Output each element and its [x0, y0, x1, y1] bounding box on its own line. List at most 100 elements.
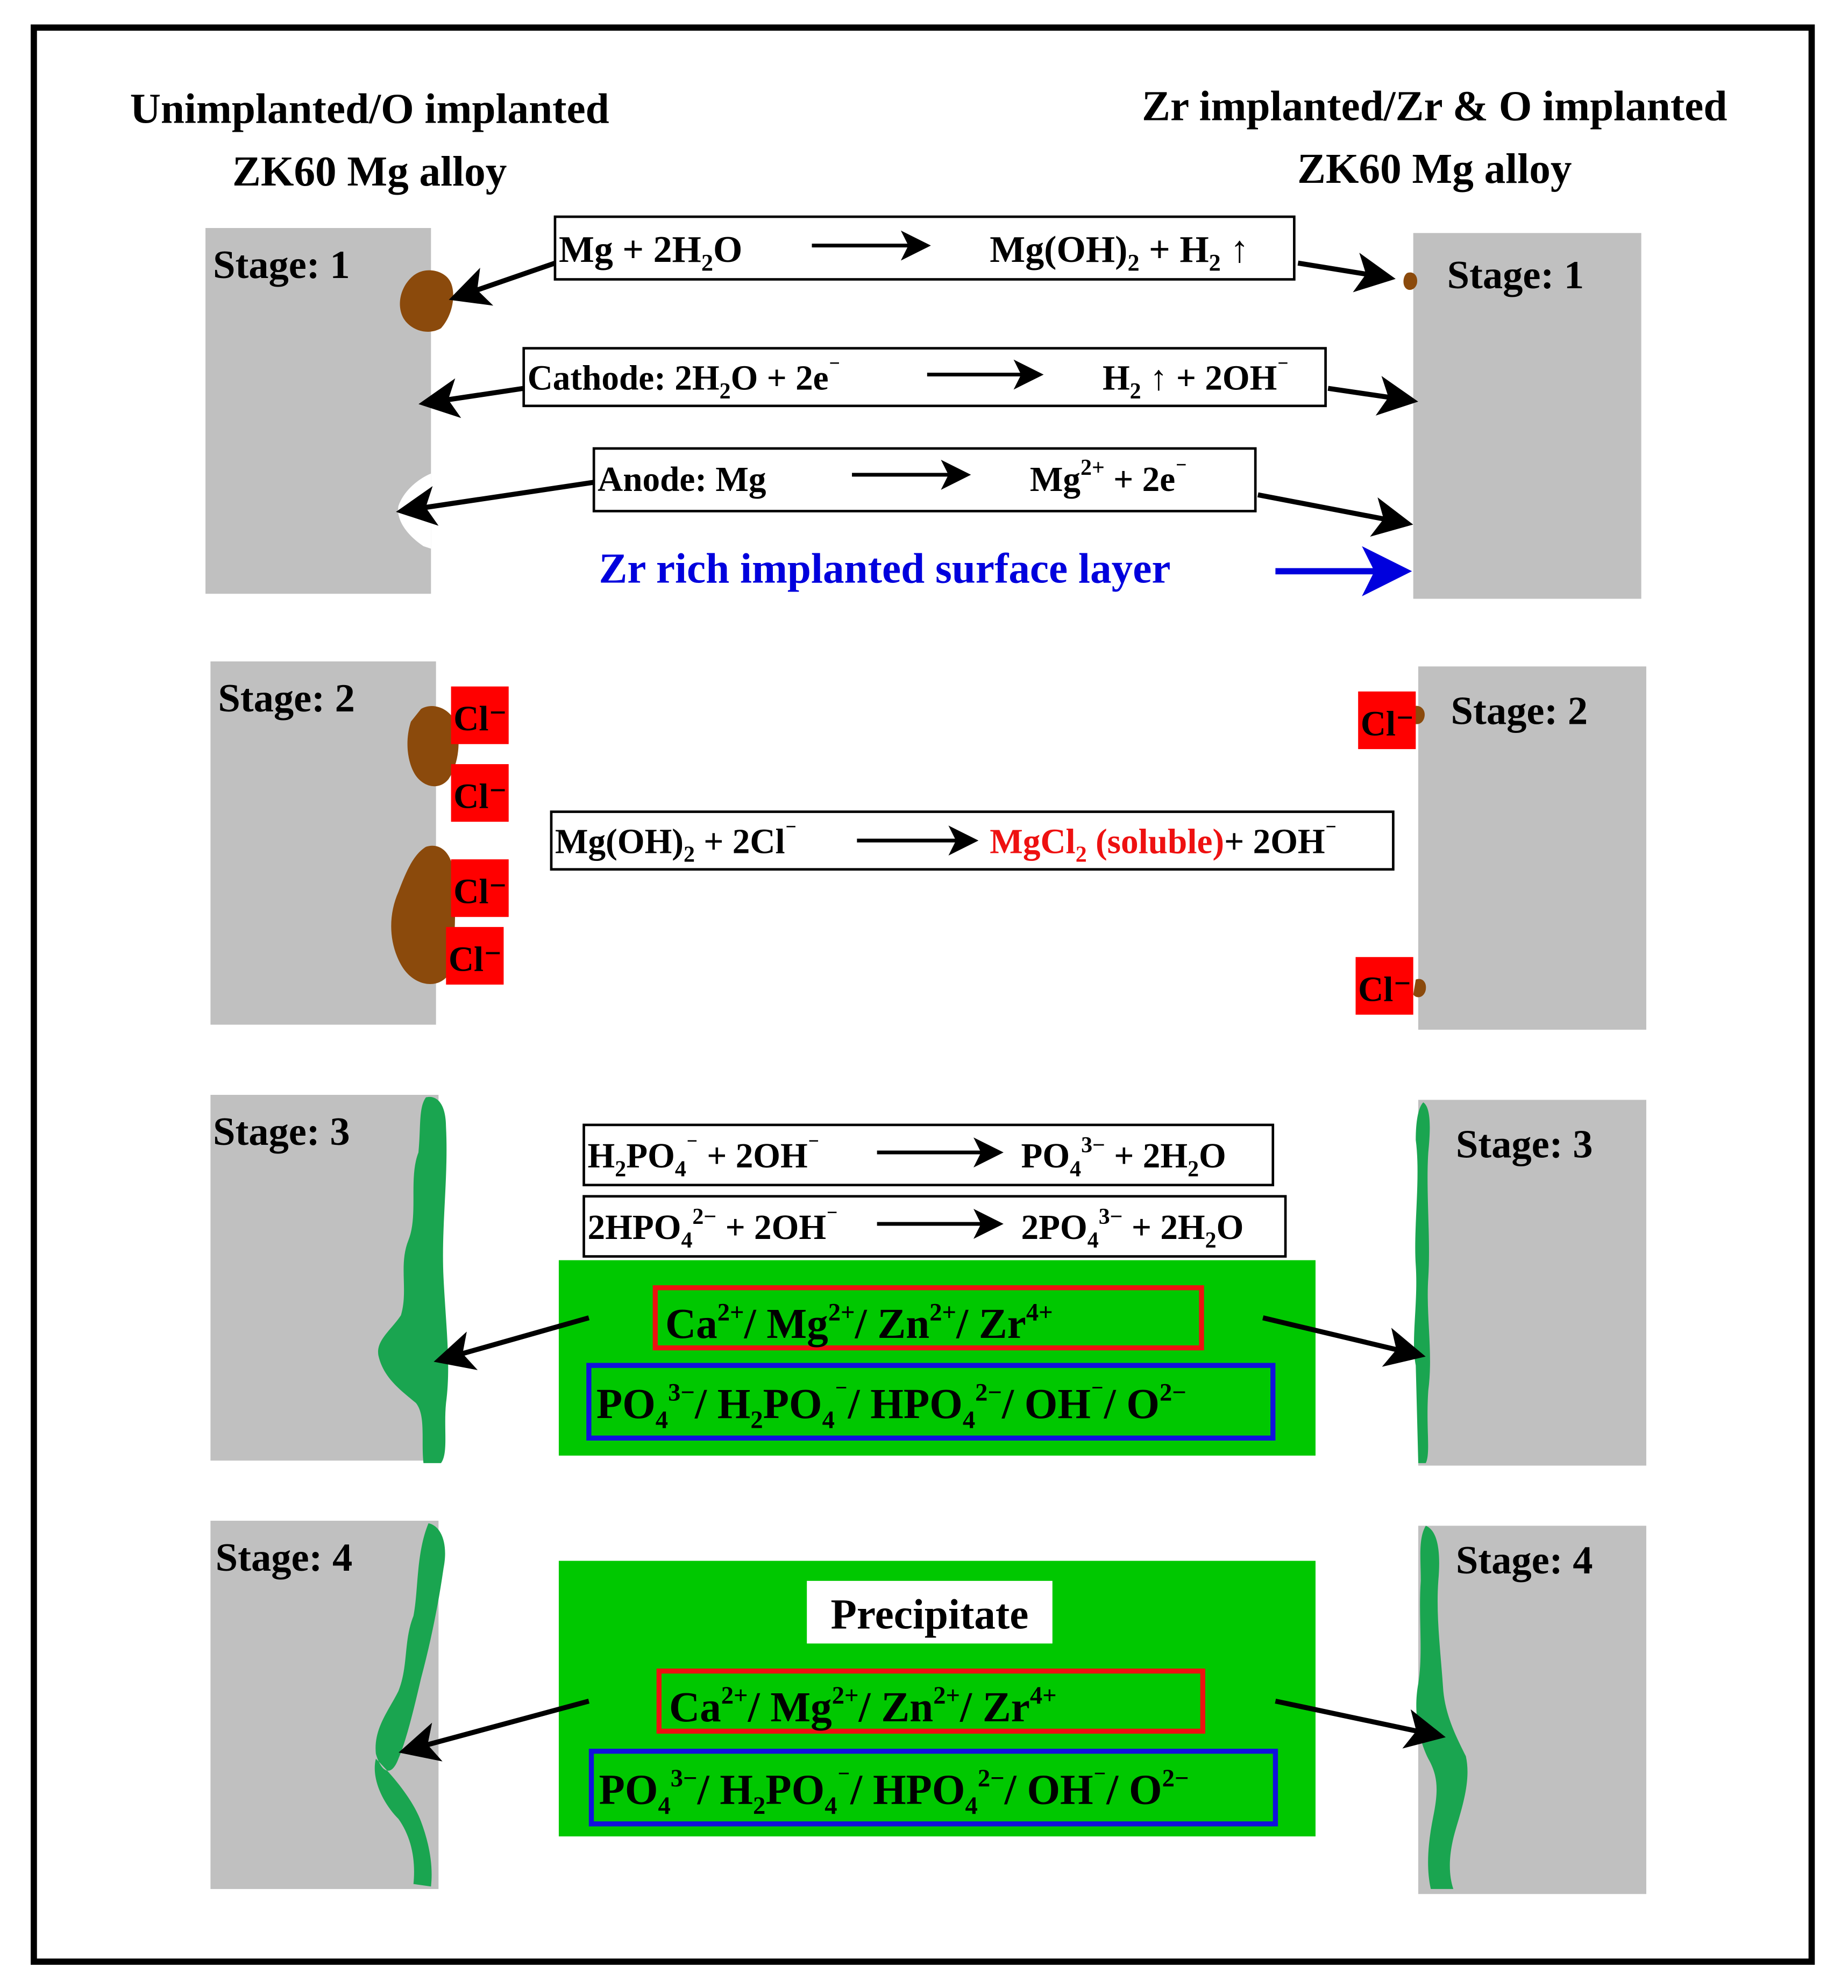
r5-r3: + 2H: [1105, 1137, 1188, 1175]
left-alloy-stage3: [210, 1095, 439, 1461]
a3-7: ⁻: [835, 1378, 848, 1406]
precipitate-stage4-left: [374, 1523, 445, 1887]
c3-2: / Mg: [744, 1300, 828, 1348]
r5-l2: PO: [626, 1137, 675, 1175]
a3-9: 4: [963, 1406, 975, 1434]
a4-7: ⁻: [837, 1764, 851, 1792]
zr-rich-layer-label: Zr rich implanted surface layer: [599, 545, 1170, 592]
left-alloy-stage1: [205, 228, 431, 594]
chloride-ions: Cl⁻ Cl⁻ Cl⁻ Cl⁻ Cl⁻ Cl⁻: [446, 686, 1416, 1015]
a4-4: 2: [753, 1792, 765, 1820]
chloride-label-3: Cl⁻: [453, 873, 507, 911]
c3-3: 2+: [828, 1298, 855, 1326]
r5-l5: + 2OH: [698, 1137, 808, 1175]
r4-r2: (soluble): [1087, 822, 1224, 861]
right-header-line1: Zr implanted/Zr & O implanted: [1142, 83, 1727, 130]
r5-r0: PO: [1021, 1137, 1070, 1175]
right-alloy-stage1: [1413, 233, 1641, 599]
cation-box-stage3: [652, 1285, 1204, 1351]
arrow-stage3-to-right: [1262, 1315, 1426, 1367]
c4-1: 2+: [721, 1681, 748, 1709]
precipitate-stage3-left: [378, 1096, 449, 1463]
c4-2: / Mg: [748, 1684, 832, 1731]
r5-l3: 4: [675, 1157, 686, 1181]
r3-r1: 2+: [1081, 455, 1105, 480]
r4-l2: + 2Cl: [695, 822, 785, 861]
a3-12: ⁻: [1091, 1378, 1104, 1406]
r5-l1: 2: [615, 1157, 626, 1181]
a3-4: 2: [750, 1406, 763, 1434]
r6-l3: + 2OH: [716, 1208, 826, 1247]
arrow-r2-to-right: [1327, 376, 1418, 416]
r2-l2: O + 2e: [731, 359, 829, 398]
right-header-line2: ZK60 Mg alloy: [1297, 145, 1572, 193]
r1-r1: 2: [1127, 250, 1139, 276]
r1-r0: Mg(OH): [990, 229, 1127, 270]
a3-3: / H: [694, 1380, 750, 1428]
r6-l4: ⁻: [826, 1205, 838, 1229]
a4-5: PO: [765, 1766, 825, 1814]
r6-r3: + 2H: [1123, 1208, 1205, 1247]
r5-r4: 2: [1188, 1157, 1199, 1181]
precipitate-label-box: [807, 1580, 1053, 1644]
chloride-ion-1: [451, 686, 509, 744]
corrosion-product-stage1-right: [1403, 272, 1418, 290]
stage2-label-left: Stage: 2: [218, 676, 355, 721]
precipitate-stage4-right: [1416, 1526, 1468, 1889]
a4-12: ⁻: [1093, 1764, 1107, 1792]
r1-l0: Mg + 2H: [559, 229, 701, 270]
a3-0: PO: [596, 1380, 656, 1428]
c3-7: 4+: [1026, 1298, 1053, 1326]
stage1-label-right: Stage: 1: [1447, 253, 1584, 297]
reaction-box-3: [592, 447, 1257, 512]
arrow-r3-to-right: [1257, 492, 1413, 537]
r2-r1: 2: [1130, 379, 1141, 404]
arrow-r2-to-left: [418, 378, 524, 418]
cation-list-stage4: Ca2+/ Mg2+/ Zn2+/ Zr4+: [669, 1681, 1057, 1731]
anion-box-stage3: [586, 1363, 1276, 1441]
reaction-4-products: MgCl2 (soluble)+ 2OH⁻: [990, 818, 1337, 867]
r2-l3: ⁻: [829, 355, 841, 380]
stage2-label-right: Stage: 2: [1451, 689, 1588, 733]
r6-r4: 2: [1205, 1228, 1217, 1253]
arrow-r1-to-right: [1297, 252, 1396, 293]
chloride-label-4: Cl⁻: [449, 940, 502, 979]
r4-r0: MgCl: [990, 822, 1075, 861]
reaction-5-reactants: H2PO4⁻ + 2OH⁻: [588, 1133, 820, 1181]
a4-2: 3−: [671, 1764, 698, 1792]
chloride-ion-6: [1355, 957, 1413, 1015]
corrosion-product-stage2-left-bottom: [391, 845, 456, 985]
a3-14: 2−: [1160, 1378, 1186, 1406]
r5-r1: 4: [1070, 1157, 1081, 1181]
c3-4: / Zn: [855, 1300, 930, 1348]
r2-r0: H: [1103, 359, 1130, 398]
arrow-stage3-to-left: [433, 1315, 590, 1370]
c4-7: 4+: [1030, 1681, 1057, 1709]
stage4-label-right: Stage: 4: [1456, 1538, 1593, 1583]
r1-l1: 2: [701, 250, 713, 276]
left-alloy-stage2: [210, 661, 436, 1025]
reaction-2-products: H2 ↑ + 2OH⁻: [1103, 355, 1289, 404]
reaction-1-reactants: Mg + 2H2O: [559, 229, 742, 276]
stage3-label-right: Stage: 3: [1456, 1122, 1593, 1166]
reaction-5-products: PO43− + 2H2O: [1021, 1133, 1226, 1181]
r2-l0: Cathode: 2H: [528, 359, 720, 398]
anion-box-stage4: [588, 1749, 1278, 1827]
cation-list-stage3: Ca2+/ Mg2+/ Zn2+/ Zr4+: [665, 1298, 1053, 1348]
a4-6: 4: [825, 1792, 837, 1820]
arrow-r1-to-left: [449, 260, 556, 306]
r6-r5: O: [1217, 1208, 1244, 1247]
a4-8: / HPO: [850, 1766, 965, 1814]
chloride-label-2: Cl⁻: [453, 778, 507, 816]
right-alloy-stage3: [1418, 1100, 1646, 1466]
a3-11: / OH: [1001, 1380, 1091, 1428]
chloride-ion-5: [1358, 691, 1416, 750]
corrosion-product-stage1-left: [400, 270, 453, 332]
a3-5: PO: [763, 1380, 822, 1428]
stage1-label-left: Stage: 1: [213, 243, 350, 287]
left-header-line2: ZK60 Mg alloy: [232, 148, 507, 195]
right-alloy-stage4: [1418, 1526, 1646, 1894]
r4-r4: ⁻: [1325, 818, 1337, 843]
a4-1: 4: [658, 1792, 670, 1820]
a4-10: 2−: [978, 1764, 1005, 1792]
